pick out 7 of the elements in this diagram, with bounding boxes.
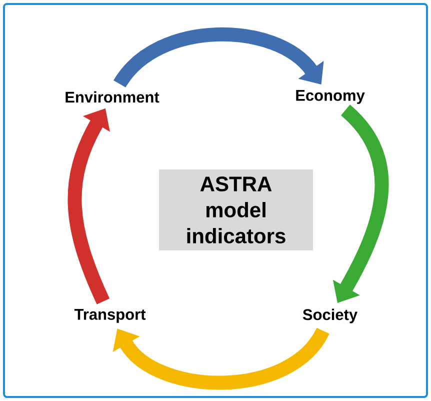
node-label: Transport [74,309,146,323]
label-box: ASTRA model indicators [159,170,313,250]
node-label: Economy [296,90,365,104]
node-label: Society [302,308,358,324]
curved-arrow [114,28,324,88]
curved-arrow [112,327,329,390]
node-label: Environment [66,91,160,103]
